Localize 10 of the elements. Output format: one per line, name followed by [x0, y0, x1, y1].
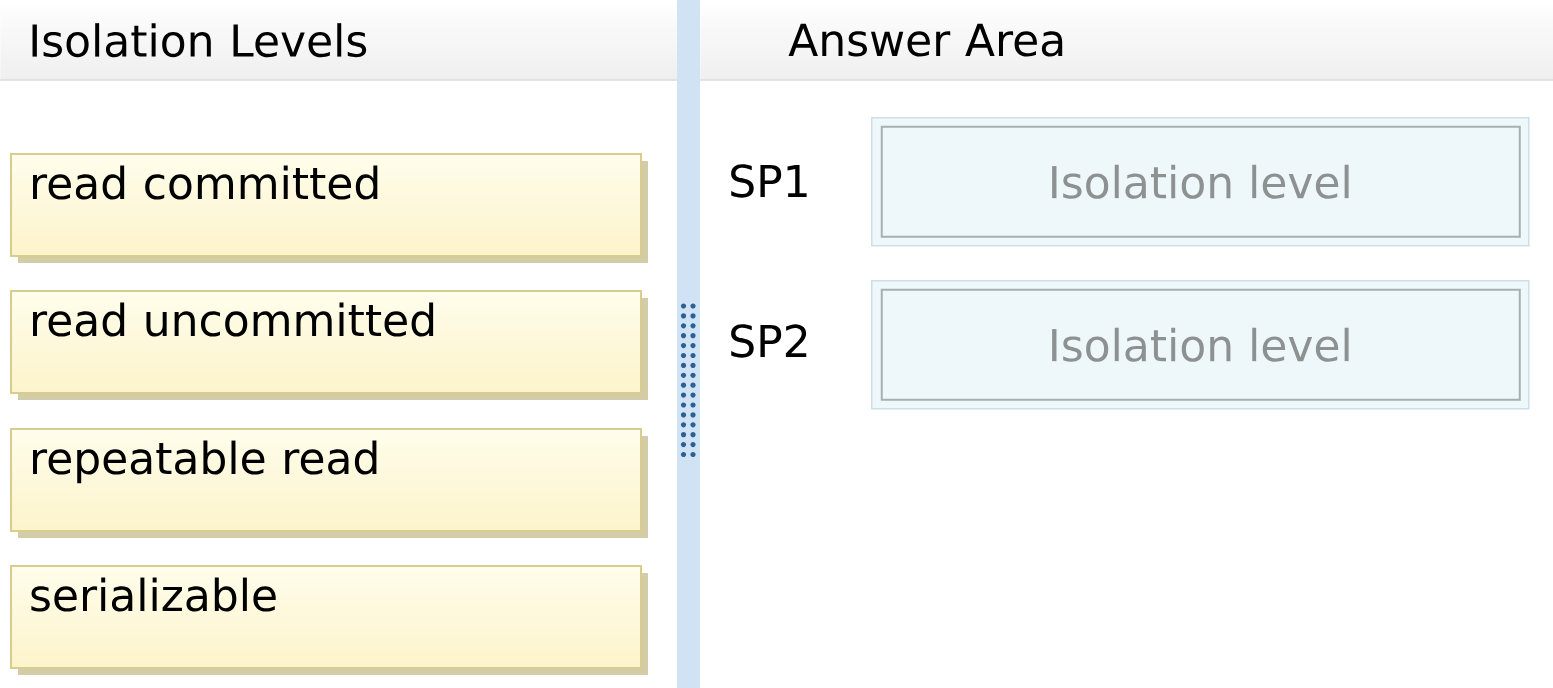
draggable-card: repeatable read	[10, 428, 648, 538]
header-band: Isolation Levels	[0, 23, 678, 81]
draggable-card: read uncommitted	[10, 290, 648, 400]
answer-box: Isolation level	[871, 280, 1530, 410]
draggable-card: read committed	[10, 153, 648, 263]
header-band: Answer Area	[699, 23, 1553, 81]
row-label: SP1	[731, 164, 807, 198]
row-label: SP2	[731, 324, 807, 358]
answer-box: Isolation level	[871, 117, 1530, 247]
draggable-card: serializable	[10, 565, 648, 675]
